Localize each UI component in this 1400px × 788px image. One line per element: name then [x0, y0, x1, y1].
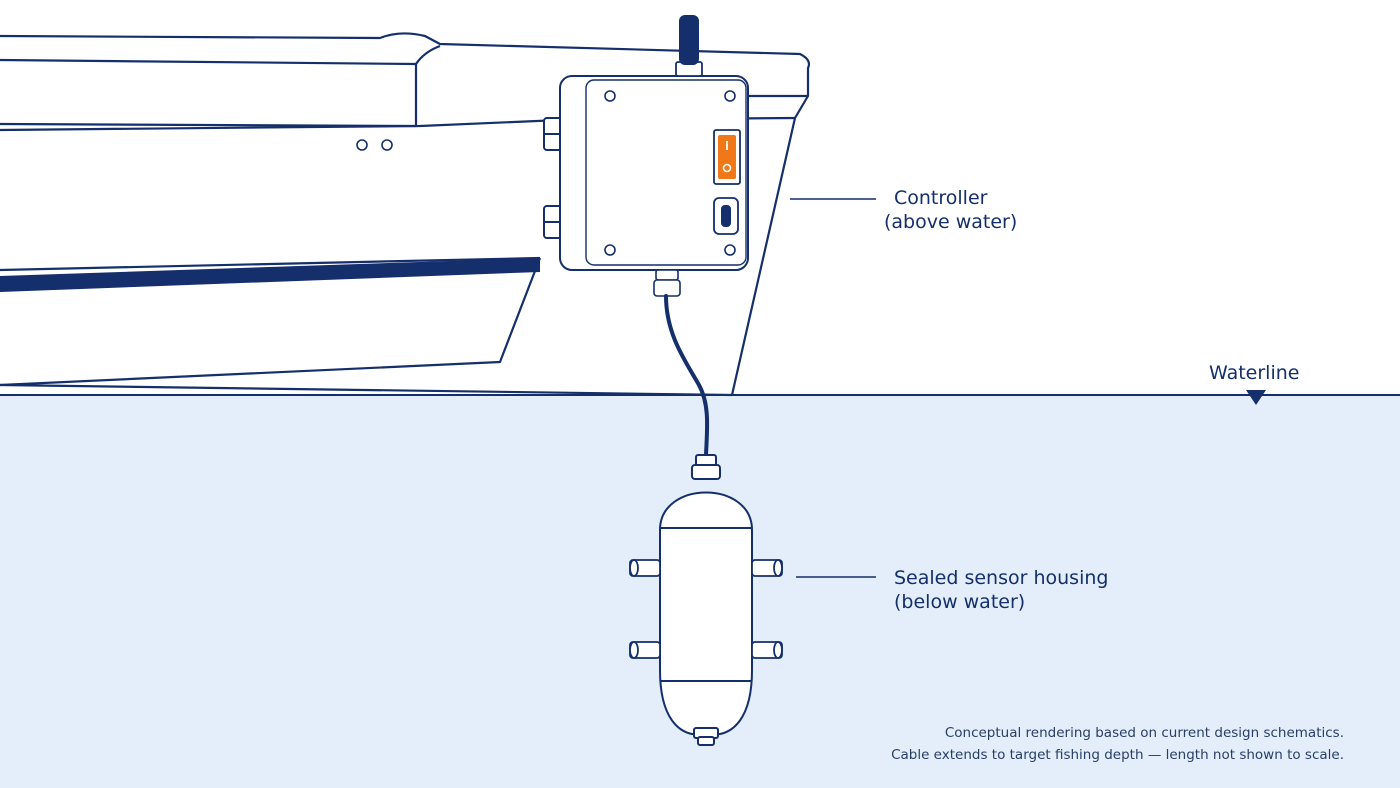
sensor-housing	[659, 454, 753, 746]
housing-label-title: Sealed sensor housing	[894, 567, 1109, 589]
footnote: Conceptual rendering based on current de…	[891, 722, 1344, 766]
footnote-line-2: Cable extends to target fishing depth — …	[891, 747, 1344, 763]
controller-box	[543, 75, 749, 271]
footnote-line-1: Conceptual rendering based on current de…	[944, 725, 1344, 741]
controller-label: Controller (above water)	[884, 186, 1017, 234]
housing-ports	[629, 559, 783, 659]
waterline-marker-icon	[1246, 390, 1266, 405]
hull-vent-hole	[356, 139, 368, 151]
housing-label: Sealed sensor housing (below water)	[894, 566, 1108, 614]
waterline-label: Waterline	[1209, 362, 1300, 384]
controller-label-subtitle: (above water)	[884, 211, 1018, 233]
antenna-icon	[675, 15, 703, 77]
hull-stripe	[0, 258, 540, 292]
cable-gland	[653, 269, 681, 297]
power-switch[interactable]	[713, 129, 741, 185]
sensor-cable	[664, 294, 710, 457]
controller-screws	[604, 90, 736, 256]
controller-label-title: Controller	[894, 187, 988, 209]
housing-label-subtitle: (below water)	[894, 591, 1026, 613]
usb-port-icon	[713, 197, 739, 235]
hull-vent-hole	[381, 139, 393, 151]
